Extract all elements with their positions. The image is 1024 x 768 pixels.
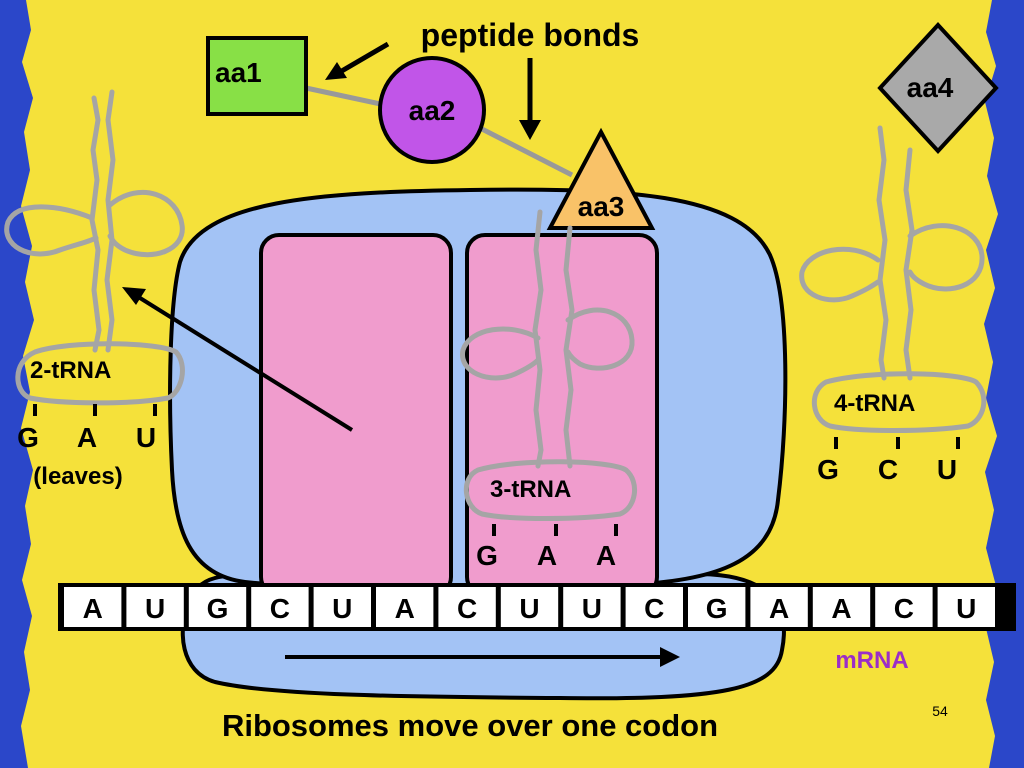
aa3-triangle — [546, 127, 656, 230]
mrna-base: U — [145, 593, 165, 624]
trna-3-anticodon-ticks — [492, 524, 618, 536]
ribosome-direction-arrow — [285, 647, 680, 667]
mrna-base-cell — [937, 587, 995, 627]
mrna-base: A — [395, 593, 415, 624]
aa1-square — [206, 36, 308, 116]
mrna-base: C — [457, 593, 477, 624]
trna-2-anticodon-base: A — [77, 422, 97, 453]
trna-4-label: 4-tRNA — [834, 390, 915, 417]
mrna-base: A — [769, 593, 789, 624]
trna-2-anticodon-ticks — [33, 404, 157, 416]
mrna-base: U — [332, 593, 352, 624]
mrna-base-cell — [126, 587, 184, 627]
trna-4-anticodon-ticks — [834, 437, 960, 449]
slide-number: 54 — [932, 703, 948, 719]
mrna-base: C — [270, 593, 290, 624]
mrna-base: U — [956, 593, 976, 624]
peptide-link-aa2-aa3 — [478, 125, 574, 178]
peptide-link-aa1-aa2 — [305, 85, 386, 108]
aa1-label: aa1 — [215, 57, 262, 88]
trna-3-label: 3-tRNA — [490, 476, 571, 503]
mrna-base: U — [519, 593, 539, 624]
mrna-base: G — [706, 593, 728, 624]
trna-2 — [4, 89, 185, 406]
ribosome-p-site — [259, 233, 453, 597]
mrna-base-cell — [688, 587, 746, 627]
trna-2-leaves-note: (leaves) — [33, 463, 122, 490]
peptide-bonds-label: peptide bonds — [421, 17, 640, 53]
mrna-label: mRNA — [835, 647, 908, 674]
peptide-bond-arrow-left — [325, 41, 390, 80]
mrna-base-cell — [875, 587, 933, 627]
trna-exit-arrow — [122, 287, 354, 432]
mrna-base: A — [83, 593, 103, 624]
mrna-base-cell — [625, 587, 683, 627]
aa2-label: aa2 — [409, 95, 456, 126]
trna-2-anticodon-base: U — [136, 422, 156, 453]
slide-title: Ribosomes move over one codon — [222, 708, 718, 743]
mrna-base: A — [831, 593, 851, 624]
trna-4-anticodon-base: G — [817, 454, 839, 485]
peptide-bond-arrow-down — [519, 58, 541, 140]
mrna-base: C — [644, 593, 664, 624]
mrna-base-cell — [313, 587, 371, 627]
trna-3 — [460, 209, 637, 521]
mrna-base-cell — [188, 587, 247, 627]
aa2-circle — [378, 56, 486, 164]
mrna-base-cell — [563, 587, 621, 627]
mrna-base-cell — [438, 587, 496, 627]
mrna-base-cell — [251, 587, 309, 627]
trna-4-anticodon-base: U — [937, 454, 957, 485]
trna-2-label: 2-tRNA — [30, 357, 111, 384]
trna-3-anticodon-base: A — [596, 540, 616, 571]
aa3-label: aa3 — [578, 191, 625, 222]
trna-3-anticodon-base: A — [537, 540, 557, 571]
aa4-label: aa4 — [907, 72, 954, 103]
trna-4-anticodon-base: C — [878, 454, 898, 485]
mrna-base: C — [894, 593, 914, 624]
mrna-base: G — [207, 593, 229, 624]
mrna-base-cell — [750, 587, 808, 627]
trna-4 — [799, 125, 987, 433]
right-border — [984, 0, 1024, 768]
trna-3-anticodon-base: G — [476, 540, 498, 571]
trna-2-anticodon-base: G — [17, 422, 39, 453]
mrna-base: U — [582, 593, 602, 624]
aa4-diamond — [877, 22, 999, 154]
mrna-base-cell — [500, 587, 559, 627]
mrna-base-cell — [812, 587, 871, 627]
mrna-base-cell — [64, 587, 122, 627]
mrna-base-cell — [376, 587, 434, 627]
